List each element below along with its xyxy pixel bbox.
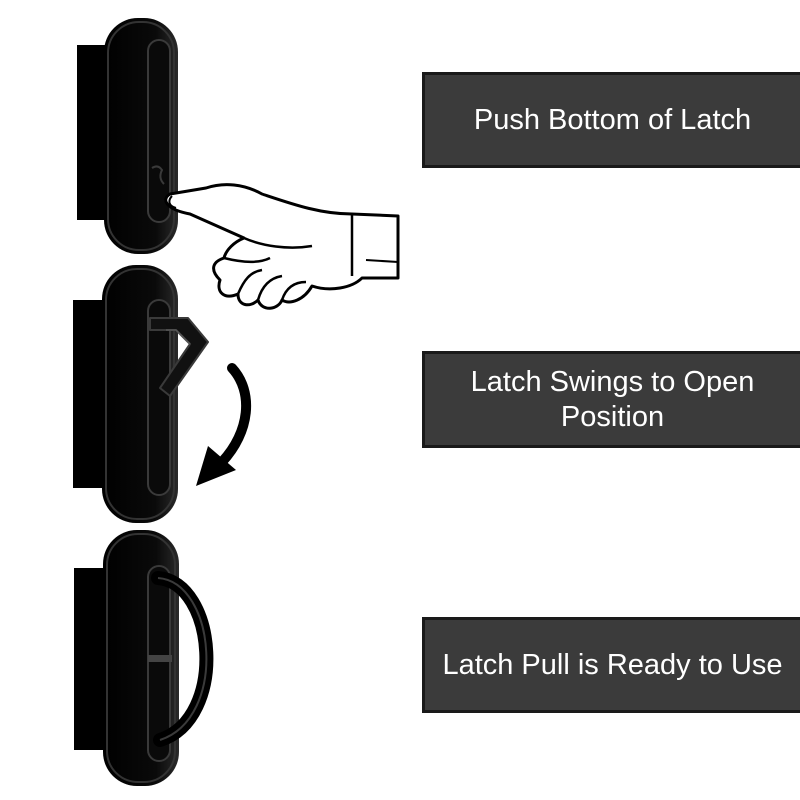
step-1-label: Push Bottom of Latch (473, 103, 752, 136)
latch-closed-icon (77, 18, 178, 254)
step-3-label: Latch Pull is Ready to Use (442, 648, 783, 681)
latch-ring-open-icon (74, 530, 214, 786)
step-2-label-box: Latch Swings to Open Position (422, 351, 800, 448)
swing-arrow-icon (196, 363, 252, 486)
latch-swinging-icon (73, 265, 209, 523)
step-1-label-box: Push Bottom of Latch (422, 72, 800, 168)
step-2-label: Latch Swings to Open Position (470, 365, 755, 433)
step-3-label-box: Latch Pull is Ready to Use (422, 617, 800, 713)
pointing-hand-icon (164, 183, 400, 310)
